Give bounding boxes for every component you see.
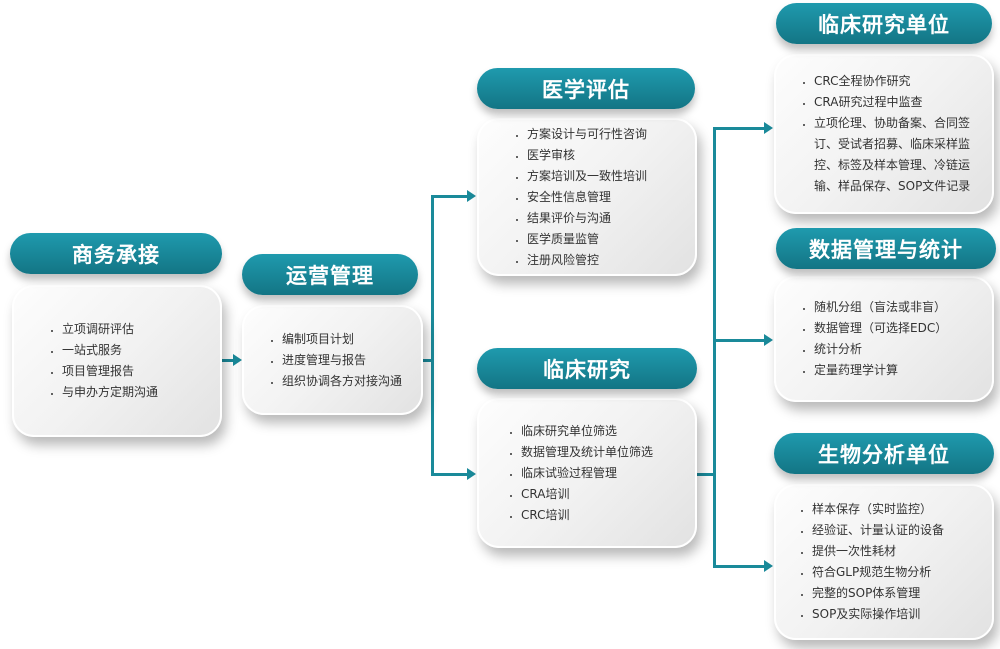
list-item: 数据管理（可选择EDC） <box>814 318 978 339</box>
list-item: 立项伦理、协助备案、合同签订、受试者招募、临床采样监控、标签及样本管理、冷链运输… <box>814 113 986 197</box>
arrow-icon <box>764 334 773 346</box>
operations-body: 编制项目计划进度管理与报告组织协调各方对接沟通 <box>242 305 423 415</box>
list-item: 组织协调各方对接沟通 <box>282 371 407 392</box>
data-body: 随机分组（盲法或非盲）数据管理（可选择EDC）统计分析定量药理学计算 <box>774 276 994 402</box>
list-item: 临床试验过程管理 <box>521 463 681 484</box>
medical-header: 医学评估 <box>477 68 695 109</box>
connector <box>713 127 765 130</box>
connector <box>713 339 765 342</box>
list-item: 立项调研评估 <box>62 319 206 340</box>
list-item: 医学审核 <box>527 145 681 166</box>
list-item: 注册风险管控 <box>527 250 681 271</box>
list-item: 方案设计与可行性咨询 <box>527 124 681 145</box>
connector <box>713 565 765 568</box>
connector <box>423 359 433 362</box>
connector <box>222 359 234 362</box>
business-header: 商务承接 <box>10 233 222 274</box>
list-item: 临床研究单位筛选 <box>521 421 681 442</box>
list-item: 进度管理与报告 <box>282 350 407 371</box>
list-item: 符合GLP规范生物分析 <box>812 562 978 583</box>
list-item: 一站式服务 <box>62 340 206 361</box>
clinical-header: 临床研究 <box>477 348 697 389</box>
arrow-icon <box>764 560 773 572</box>
clinical-body: 临床研究单位筛选数据管理及统计单位筛选临床试验过程管理CRA培训CRC培训 <box>477 398 697 548</box>
list-item: 安全性信息管理 <box>527 187 681 208</box>
connector <box>431 195 434 475</box>
data-header: 数据管理与统计 <box>776 228 996 269</box>
list-item: 方案培训及一致性培训 <box>527 166 681 187</box>
arrow-icon <box>467 190 476 202</box>
list-item: 样本保存（实时监控） <box>812 499 978 520</box>
bio-body: 样本保存（实时监控）经验证、计量认证的设备提供一次性耗材符合GLP规范生物分析完… <box>774 484 994 640</box>
list-item: 定量药理学计算 <box>814 360 978 381</box>
list-item: 数据管理及统计单位筛选 <box>521 442 681 463</box>
medical-body: 方案设计与可行性咨询医学审核方案培训及一致性培训安全性信息管理结果评价与沟通医学… <box>477 118 697 276</box>
list-item: 随机分组（盲法或非盲） <box>814 297 978 318</box>
site-header: 临床研究单位 <box>776 3 992 44</box>
bio-header: 生物分析单位 <box>774 433 994 474</box>
list-item: CRC培训 <box>521 505 681 526</box>
list-item: 完整的SOP体系管理 <box>812 583 978 604</box>
list-item: CRA研究过程中监查 <box>814 92 986 113</box>
list-item: 提供一次性耗材 <box>812 541 978 562</box>
arrow-icon <box>467 468 476 480</box>
connector <box>713 127 716 568</box>
list-item: SOP及实际操作培训 <box>812 604 978 625</box>
list-item: 与申办方定期沟通 <box>62 382 206 403</box>
list-item: 结果评价与沟通 <box>527 208 681 229</box>
list-item: 统计分析 <box>814 339 978 360</box>
list-item: 项目管理报告 <box>62 361 206 382</box>
connector <box>431 195 468 198</box>
arrow-icon <box>764 122 773 134</box>
connector <box>697 473 715 476</box>
site-body: CRC全程协作研究CRA研究过程中监查立项伦理、协助备案、合同签订、受试者招募、… <box>774 54 994 214</box>
list-item: 经验证、计量认证的设备 <box>812 520 978 541</box>
list-item: 编制项目计划 <box>282 329 407 350</box>
list-item: CRC全程协作研究 <box>814 71 986 92</box>
list-item: CRA培训 <box>521 484 681 505</box>
list-item: 医学质量监管 <box>527 229 681 250</box>
business-body: 立项调研评估一站式服务项目管理报告与申办方定期沟通 <box>12 285 222 437</box>
operations-header: 运营管理 <box>242 254 418 295</box>
arrow-icon <box>233 354 242 366</box>
connector <box>431 473 468 476</box>
